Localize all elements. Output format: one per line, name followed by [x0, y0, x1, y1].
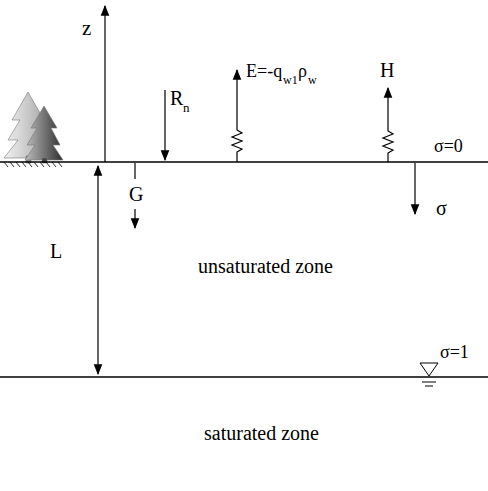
zone-label: unsaturated zone — [198, 256, 333, 276]
subscript-label: w — [308, 74, 317, 86]
sensible-heat-arrow — [383, 88, 393, 162]
axis-label: z — [82, 18, 91, 39]
flux-label: E=-q — [246, 62, 282, 80]
axis-label: σ — [436, 198, 447, 218]
flux-label: ρ — [298, 62, 307, 80]
depth-dimension-arrow — [97, 166, 98, 374]
z-axis-arrow — [104, 6, 105, 162]
tree-symbol — [4, 92, 63, 163]
boundary-label: σ=1 — [440, 343, 469, 361]
boundary-label: σ=0 — [434, 137, 463, 155]
water-table-line — [0, 376, 488, 377]
ground-surface-line — [0, 161, 488, 162]
ground-heat-arrow — [134, 209, 135, 228]
subscript-label: w1 — [283, 74, 298, 86]
ground-hatching — [4, 162, 62, 167]
ground-heat-tick — [134, 163, 135, 179]
sigma-axis-arrow — [414, 163, 415, 214]
net-radiation-arrow — [164, 90, 165, 160]
dimension-label: L — [50, 241, 62, 261]
water-table-symbol — [420, 363, 438, 386]
flux-label: H — [380, 60, 394, 80]
subscript-label: n — [183, 101, 190, 114]
flux-label: R — [170, 88, 183, 108]
flux-label: G — [129, 184, 143, 204]
zone-label: saturated zone — [204, 423, 319, 443]
evaporation-arrow — [232, 70, 242, 162]
